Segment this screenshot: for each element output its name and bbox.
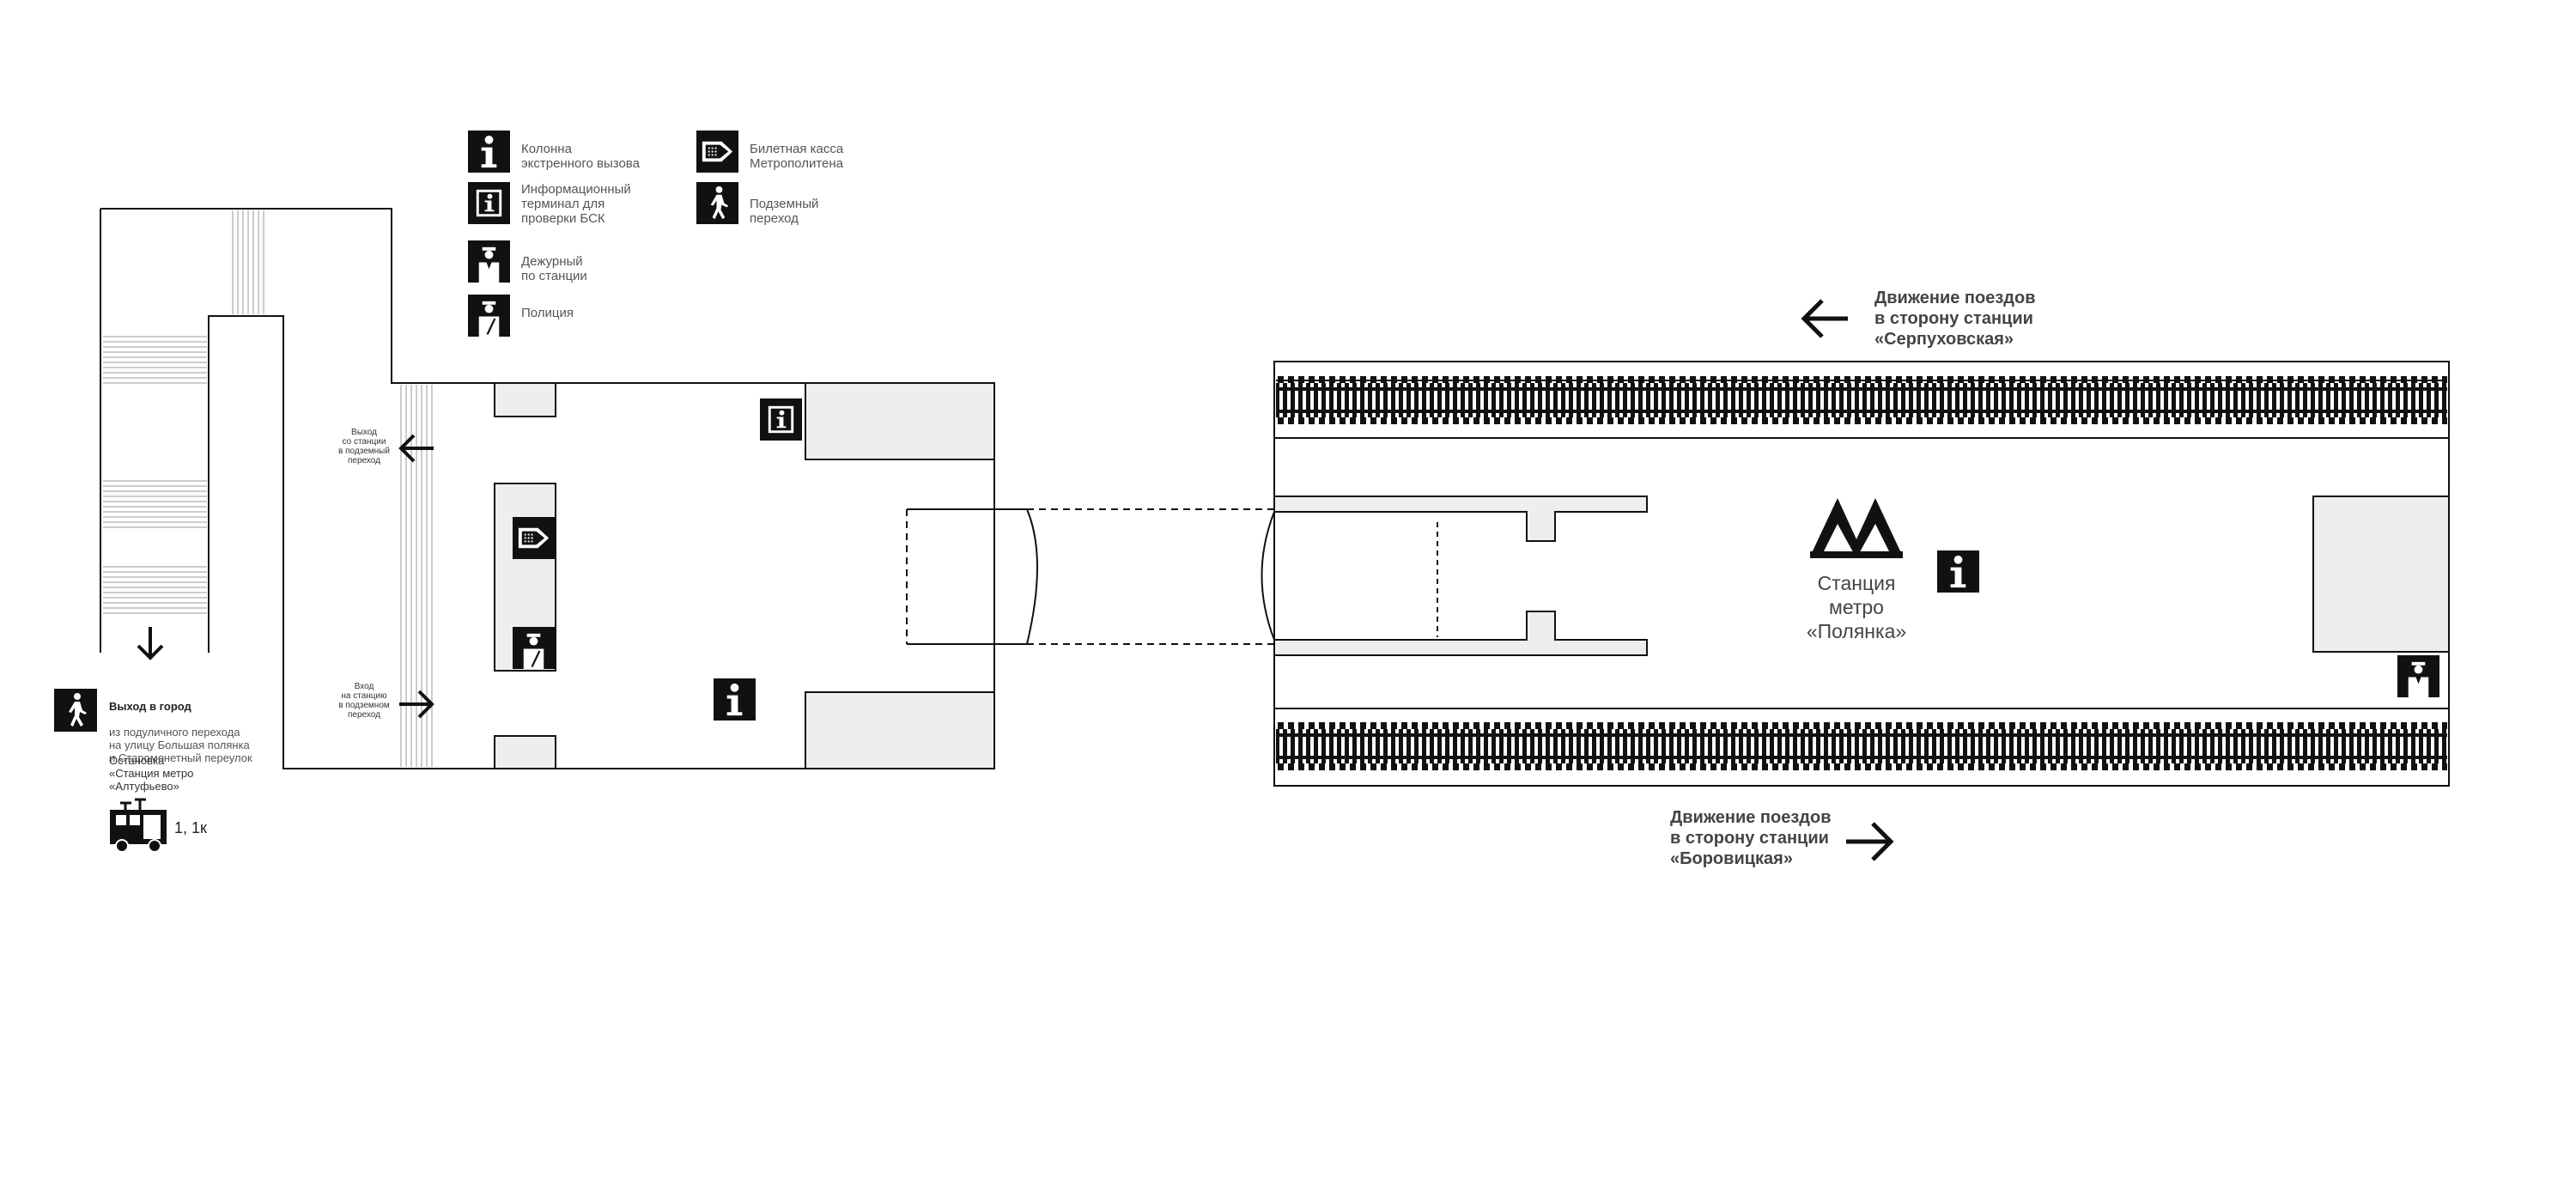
direction-left-arrow-icon bbox=[1801, 299, 1848, 338]
legend-underpass: Подземный переход bbox=[750, 197, 819, 226]
bus-stop-title: Остановка «Станция метро «Алтуфьево» bbox=[109, 754, 194, 793]
metro-logo-icon bbox=[1810, 498, 1903, 558]
entrance-arrow-icon bbox=[399, 690, 434, 719]
underpass-icon bbox=[54, 689, 97, 732]
station-name: Станция метро «Полянка» bbox=[1806, 572, 1907, 642]
bus-routes: 1, 1к bbox=[174, 819, 207, 836]
track-lower bbox=[1274, 708, 2449, 770]
exit-arrow-icon bbox=[398, 434, 434, 463]
info-terminal-icon bbox=[760, 398, 802, 441]
legend-ticket-office: Билетная касса Метрополитена bbox=[750, 142, 844, 171]
info-column-icon bbox=[714, 678, 756, 721]
station-attendant-icon bbox=[468, 240, 510, 283]
direction-right-arrow-icon bbox=[1846, 822, 1894, 861]
underpass-icon bbox=[696, 182, 738, 224]
exit-to-underpass-label: Выход со станции в подземный переход bbox=[338, 428, 390, 465]
vestibule-outline bbox=[100, 208, 1274, 769]
bus-icon bbox=[110, 798, 167, 853]
direction-lower-text: Движение поездов в сторону станции «Боро… bbox=[1670, 808, 1832, 868]
ticket-office-icon bbox=[513, 517, 555, 559]
city-exit-title: Выход в город bbox=[109, 700, 191, 713]
info-terminal-icon bbox=[468, 182, 510, 224]
info-column-icon bbox=[468, 131, 510, 173]
info-column-icon bbox=[1937, 550, 1979, 593]
entrance-from-underpass-label: Вход на станцию в подземном переход bbox=[338, 682, 390, 720]
down-arrow-icon bbox=[137, 627, 164, 660]
police-icon bbox=[513, 627, 555, 669]
ticket-office-icon bbox=[696, 131, 738, 173]
track-upper bbox=[1274, 376, 2449, 439]
platform-outline bbox=[1261, 361, 2450, 787]
direction-upper-text: Движение поездов в сторону станции «Серп… bbox=[1874, 289, 2036, 349]
legend-info-terminal: Информационный терминал для проверки БСК bbox=[521, 182, 631, 226]
station-attendant-icon bbox=[2397, 655, 2439, 697]
city-exit-block: Выход в город из подуличного перехода на… bbox=[109, 687, 252, 777]
legend-police: Полиция bbox=[521, 306, 574, 320]
city-exit-description: из подуличного перехода на улицу Большая… bbox=[109, 726, 252, 764]
legend-station-attendant: Дежурный по станции bbox=[521, 254, 587, 283]
police-icon bbox=[468, 295, 510, 337]
legend-emergency-column: Колонна экстренного вызова bbox=[521, 142, 640, 171]
